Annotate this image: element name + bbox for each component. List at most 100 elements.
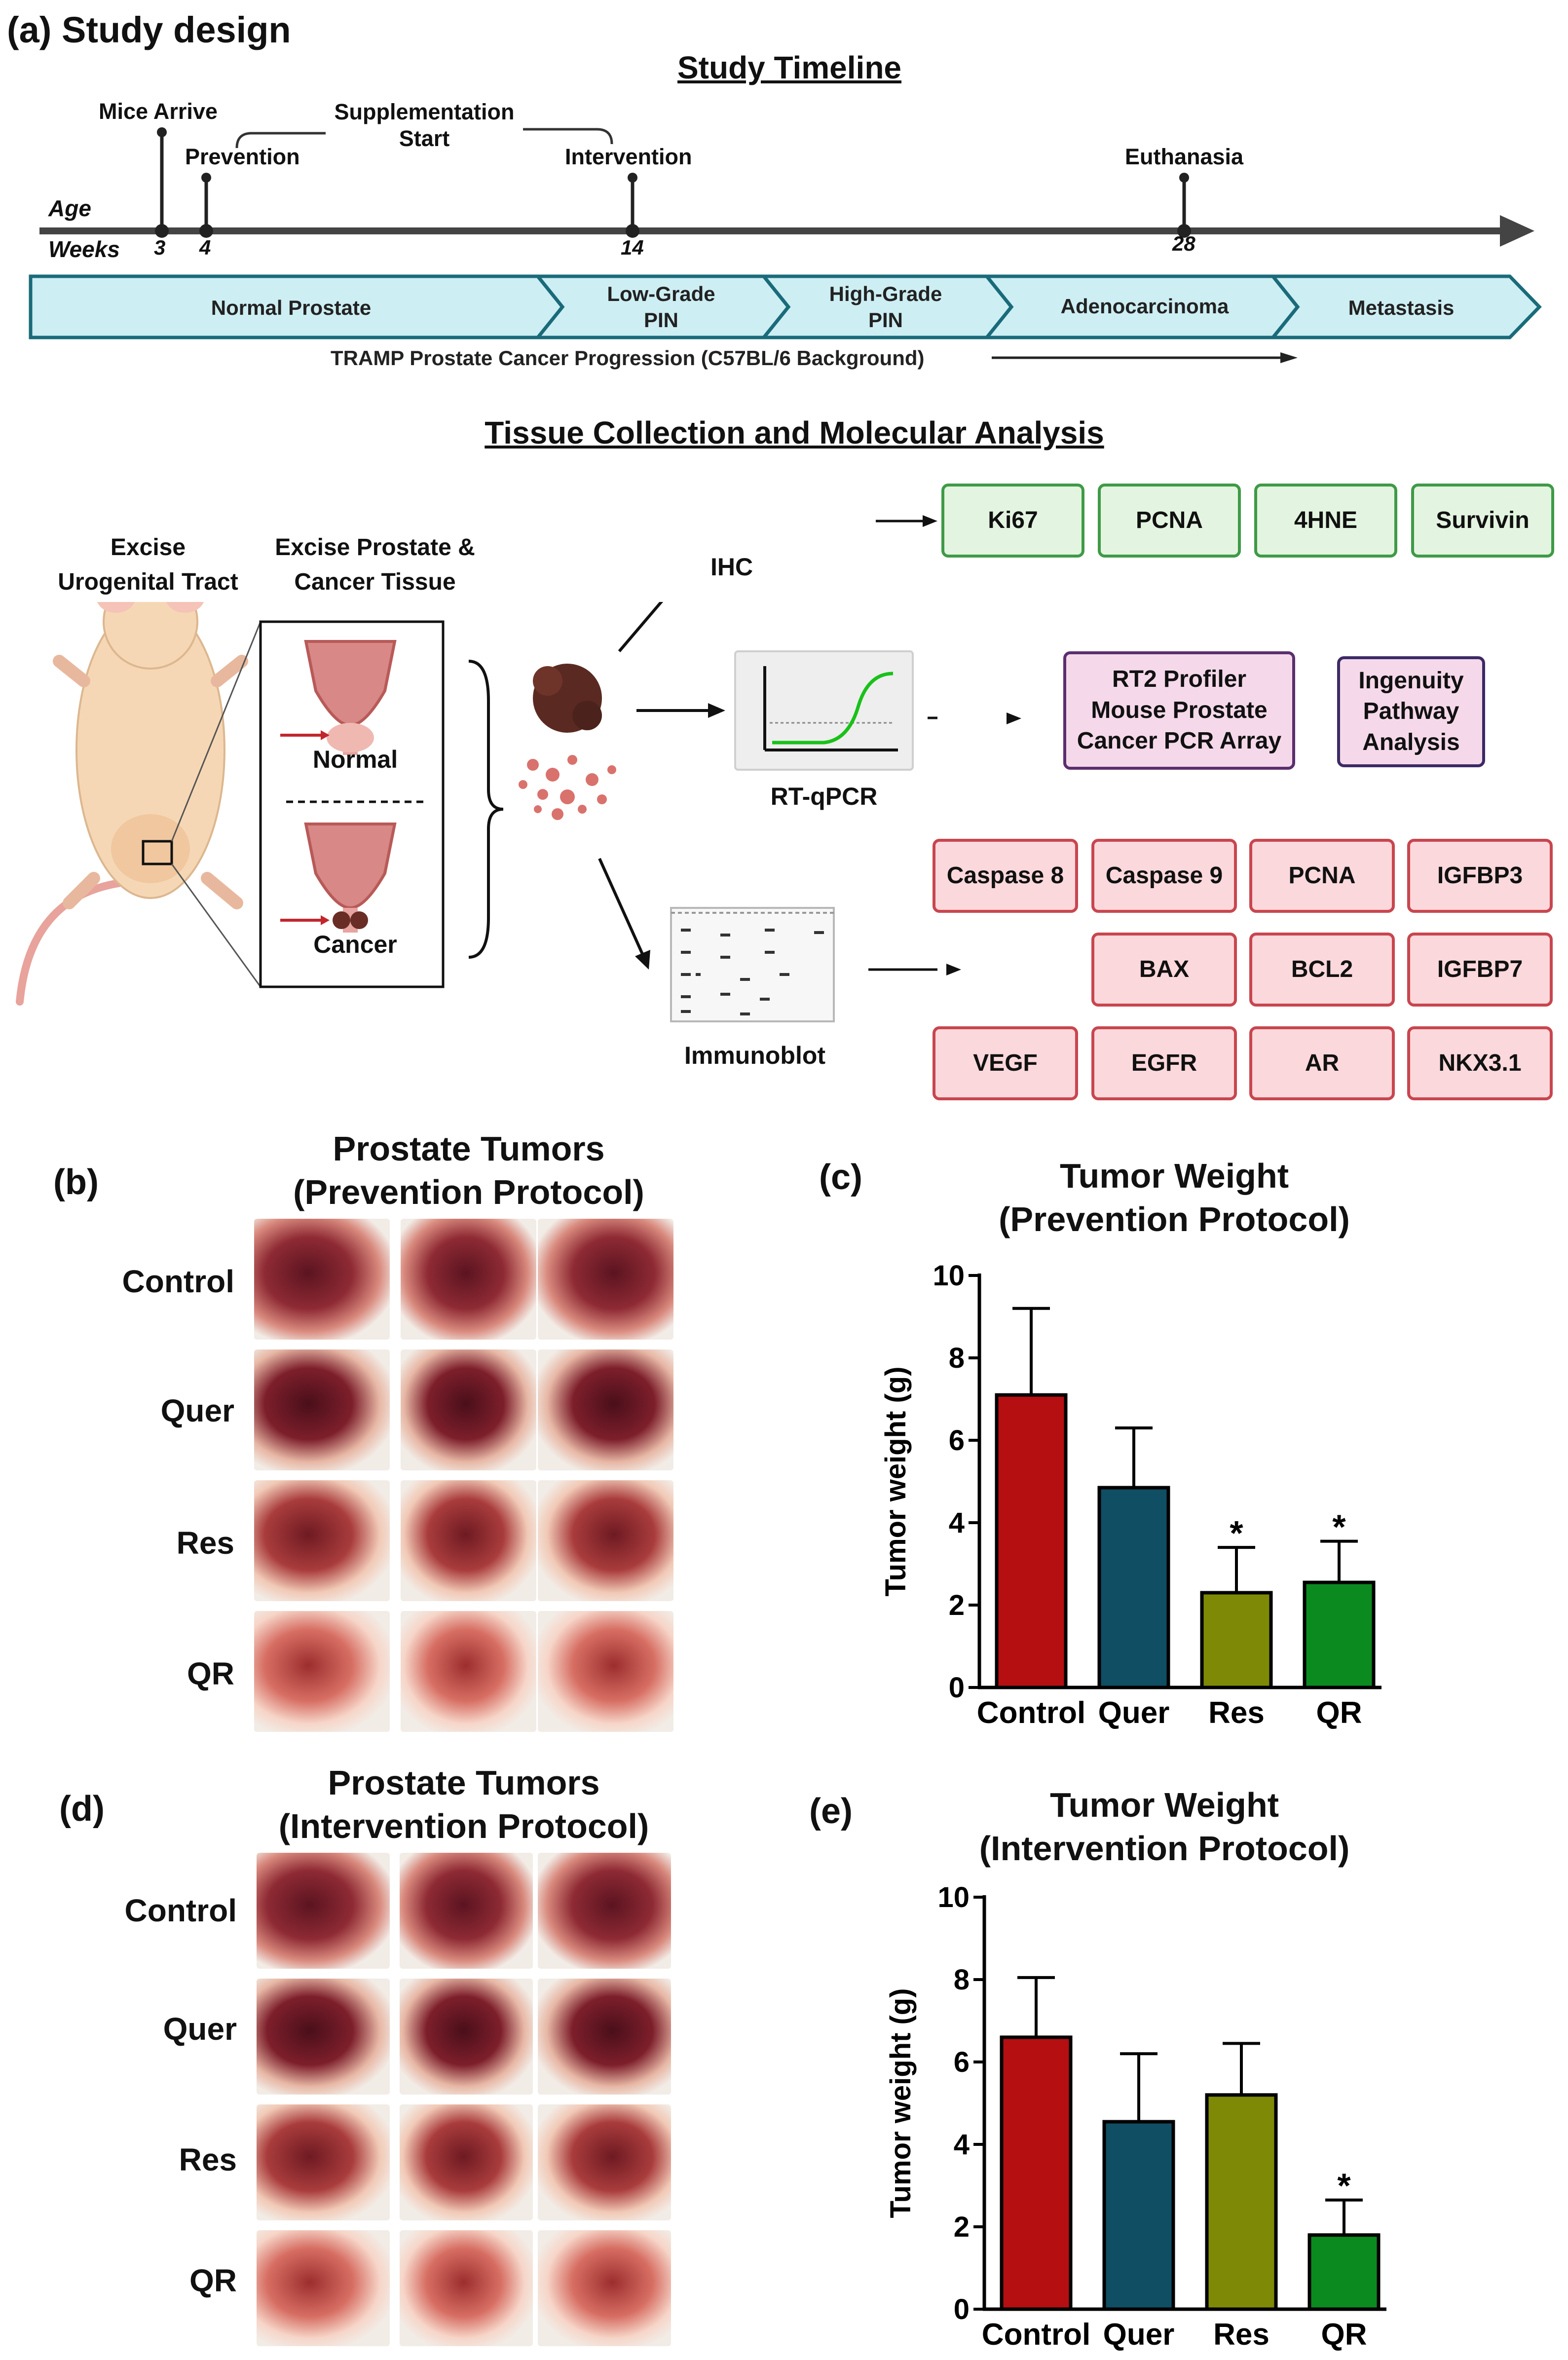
chart-c-y-axis-label: Tumor weight (g) [880, 1366, 912, 1596]
chart-e-y-tick-label: 8 [954, 1964, 970, 1996]
stage-high-grade: High-Grade PIN [829, 282, 942, 332]
tumor-photo [254, 1480, 390, 1601]
chart-e-x-tick-label: Res [1213, 2318, 1269, 2352]
blot-bcl2: BCL2 [1249, 933, 1395, 1007]
event-intervention: Intervention [565, 144, 692, 169]
chart-c-bar-quer [1097, 1486, 1170, 1689]
chart-e-y-axis-label: Tumor weight (g) [885, 1988, 917, 2218]
progression-caption: TRAMP Prostate Cancer Progression (C57BL… [331, 346, 925, 370]
panel-d-letter: (d) [59, 1789, 105, 1829]
panel-b-row-quer: Quer [160, 1393, 234, 1428]
pcr-array-box: RT2 Profiler Mouse Prostate Cancer PCR A… [1063, 651, 1295, 770]
stage-low-grade: Low-Grade PIN [607, 282, 715, 332]
arrow-blot-results [946, 964, 961, 975]
blot-igfbp3: IGFBP3 [1407, 839, 1553, 913]
ihc-marker-pcna: PCNA [1098, 484, 1241, 558]
event-supplementation: Supplementation Start [334, 99, 515, 151]
chart-c-y-tick-label: 10 [933, 1260, 965, 1292]
tumor-photo [538, 1979, 671, 2095]
stage-adenocarcinoma: Adenocarcinoma [1060, 295, 1229, 318]
week-tick-14: 14 [621, 236, 644, 259]
rtqpcr-label: RT-qPCR [770, 783, 878, 810]
chart-e-bar-res [1205, 2093, 1278, 2311]
tumor-photo [538, 2230, 671, 2346]
chart-e-bar-control [1000, 2035, 1073, 2311]
panel-d-row-res: Res [179, 2142, 237, 2177]
tumor-photo [254, 1349, 390, 1470]
chart-e-y-tick-label: 2 [954, 2211, 970, 2243]
chart-e-y-tick-label: 4 [954, 2129, 970, 2161]
tumor-photo [538, 1611, 673, 1732]
chart-e-y-tick-label: 10 [937, 1881, 970, 1913]
blot-bax: BAX [1091, 933, 1237, 1007]
cancer-label: Cancer [313, 931, 397, 958]
tissue-title: Tissue Collection and Molecular Analysis [485, 415, 1104, 450]
panel-a-letter: (a) [7, 9, 52, 50]
tumor-photo [254, 1219, 390, 1340]
week-tick-28: 28 [1172, 232, 1195, 255]
tumor-photo [538, 1853, 671, 1969]
panel-b-row-control: Control [122, 1264, 235, 1299]
event-euthanasia: Euthanasia [1125, 144, 1244, 169]
ihc-label: IHC [710, 553, 753, 581]
chart-c-y-tick-label: 0 [949, 1672, 965, 1704]
blot-caspase8: Caspase 8 [933, 839, 1078, 913]
tumor-photo [401, 1480, 536, 1601]
chart-c-x-tick-label: Control [977, 1696, 1085, 1730]
ihc-marker-survivin: Survivin [1411, 484, 1554, 558]
immunoblot-membrane-icon [670, 907, 835, 1022]
tumor-photo [400, 2104, 533, 2220]
normal-prostate-illustration [280, 640, 397, 755]
panel-a-heading: Study design [62, 9, 291, 50]
chart-e-x-tick-label: Control [982, 2318, 1090, 2352]
chart-e-bar-quer [1102, 2120, 1175, 2311]
tumor-photo [257, 1979, 390, 2095]
mouse-illustration [16, 602, 261, 1006]
tumor-photo [254, 1611, 390, 1732]
chart-e-significance-marker: * [1337, 2167, 1351, 2205]
chart-c-y-tick-label: 2 [949, 1589, 965, 1621]
chart-c-x-tick-label: Res [1208, 1696, 1265, 1730]
tumor-photo [538, 2104, 671, 2220]
tumor-photo [400, 1853, 533, 1969]
week-tick-4: 4 [199, 236, 211, 259]
panel-c-title: Tumor Weight (Prevention Protocol) [999, 1157, 1350, 1238]
tumor-photo [400, 1979, 533, 2095]
arrow-pcr-results [1007, 712, 1021, 724]
excise-prostate-label: Excise Prostate & Cancer Tissue [275, 534, 475, 595]
chart-c-bar-res [1200, 1591, 1273, 1689]
ihc-marker-ki67: Ki67 [941, 484, 1084, 558]
chart-e-y-tick-label: 0 [954, 2293, 970, 2325]
chart-c-bar-control [995, 1393, 1068, 1689]
panel-d-title: Prostate Tumors (Intervention Protocol) [278, 1763, 649, 1845]
panel-e-title: Tumor Weight (Intervention Protocol) [979, 1786, 1350, 1868]
tumor-photo [401, 1611, 536, 1732]
qpcr-plot-icon [734, 650, 914, 771]
tissue-workflow-graphic [16, 602, 937, 1022]
age-label: Age [48, 195, 91, 221]
chart-c-bar-qr [1303, 1580, 1376, 1689]
excise-tract-label: Excise Urogenital Tract [58, 534, 238, 595]
chart-e-y-tick-label: 6 [954, 2046, 970, 2078]
chart-c-y-tick-label: 6 [949, 1424, 965, 1457]
tumor-photo [401, 1349, 536, 1470]
ihc-marker-4hne: 4HNE [1254, 484, 1397, 558]
tumor-photo [538, 1349, 673, 1470]
blot-vegf: VEGF [933, 1026, 1078, 1100]
panel-b-row-qr: QR [187, 1656, 234, 1691]
weeks-label: Weeks [48, 236, 120, 262]
stage-normal: Normal Prostate [211, 296, 372, 319]
chart-e-x-tick-label: QR [1321, 2318, 1367, 2352]
blot-nkx31: NKX3.1 [1407, 1026, 1553, 1100]
blot-igfbp7: IGFBP7 [1407, 933, 1553, 1007]
panel-d-row-quer: Quer [163, 2011, 237, 2047]
ipa-box: Ingenuity Pathway Analysis [1337, 656, 1485, 767]
week-tick-3: 3 [154, 236, 166, 259]
chart-e-x-tick-label: Quer [1103, 2318, 1175, 2352]
panel-e-letter: (e) [809, 1792, 853, 1831]
panel-c-letter: (c) [819, 1158, 862, 1197]
cancer-prostate-illustration [280, 823, 397, 933]
stage-metastasis: Metastasis [1348, 296, 1455, 319]
